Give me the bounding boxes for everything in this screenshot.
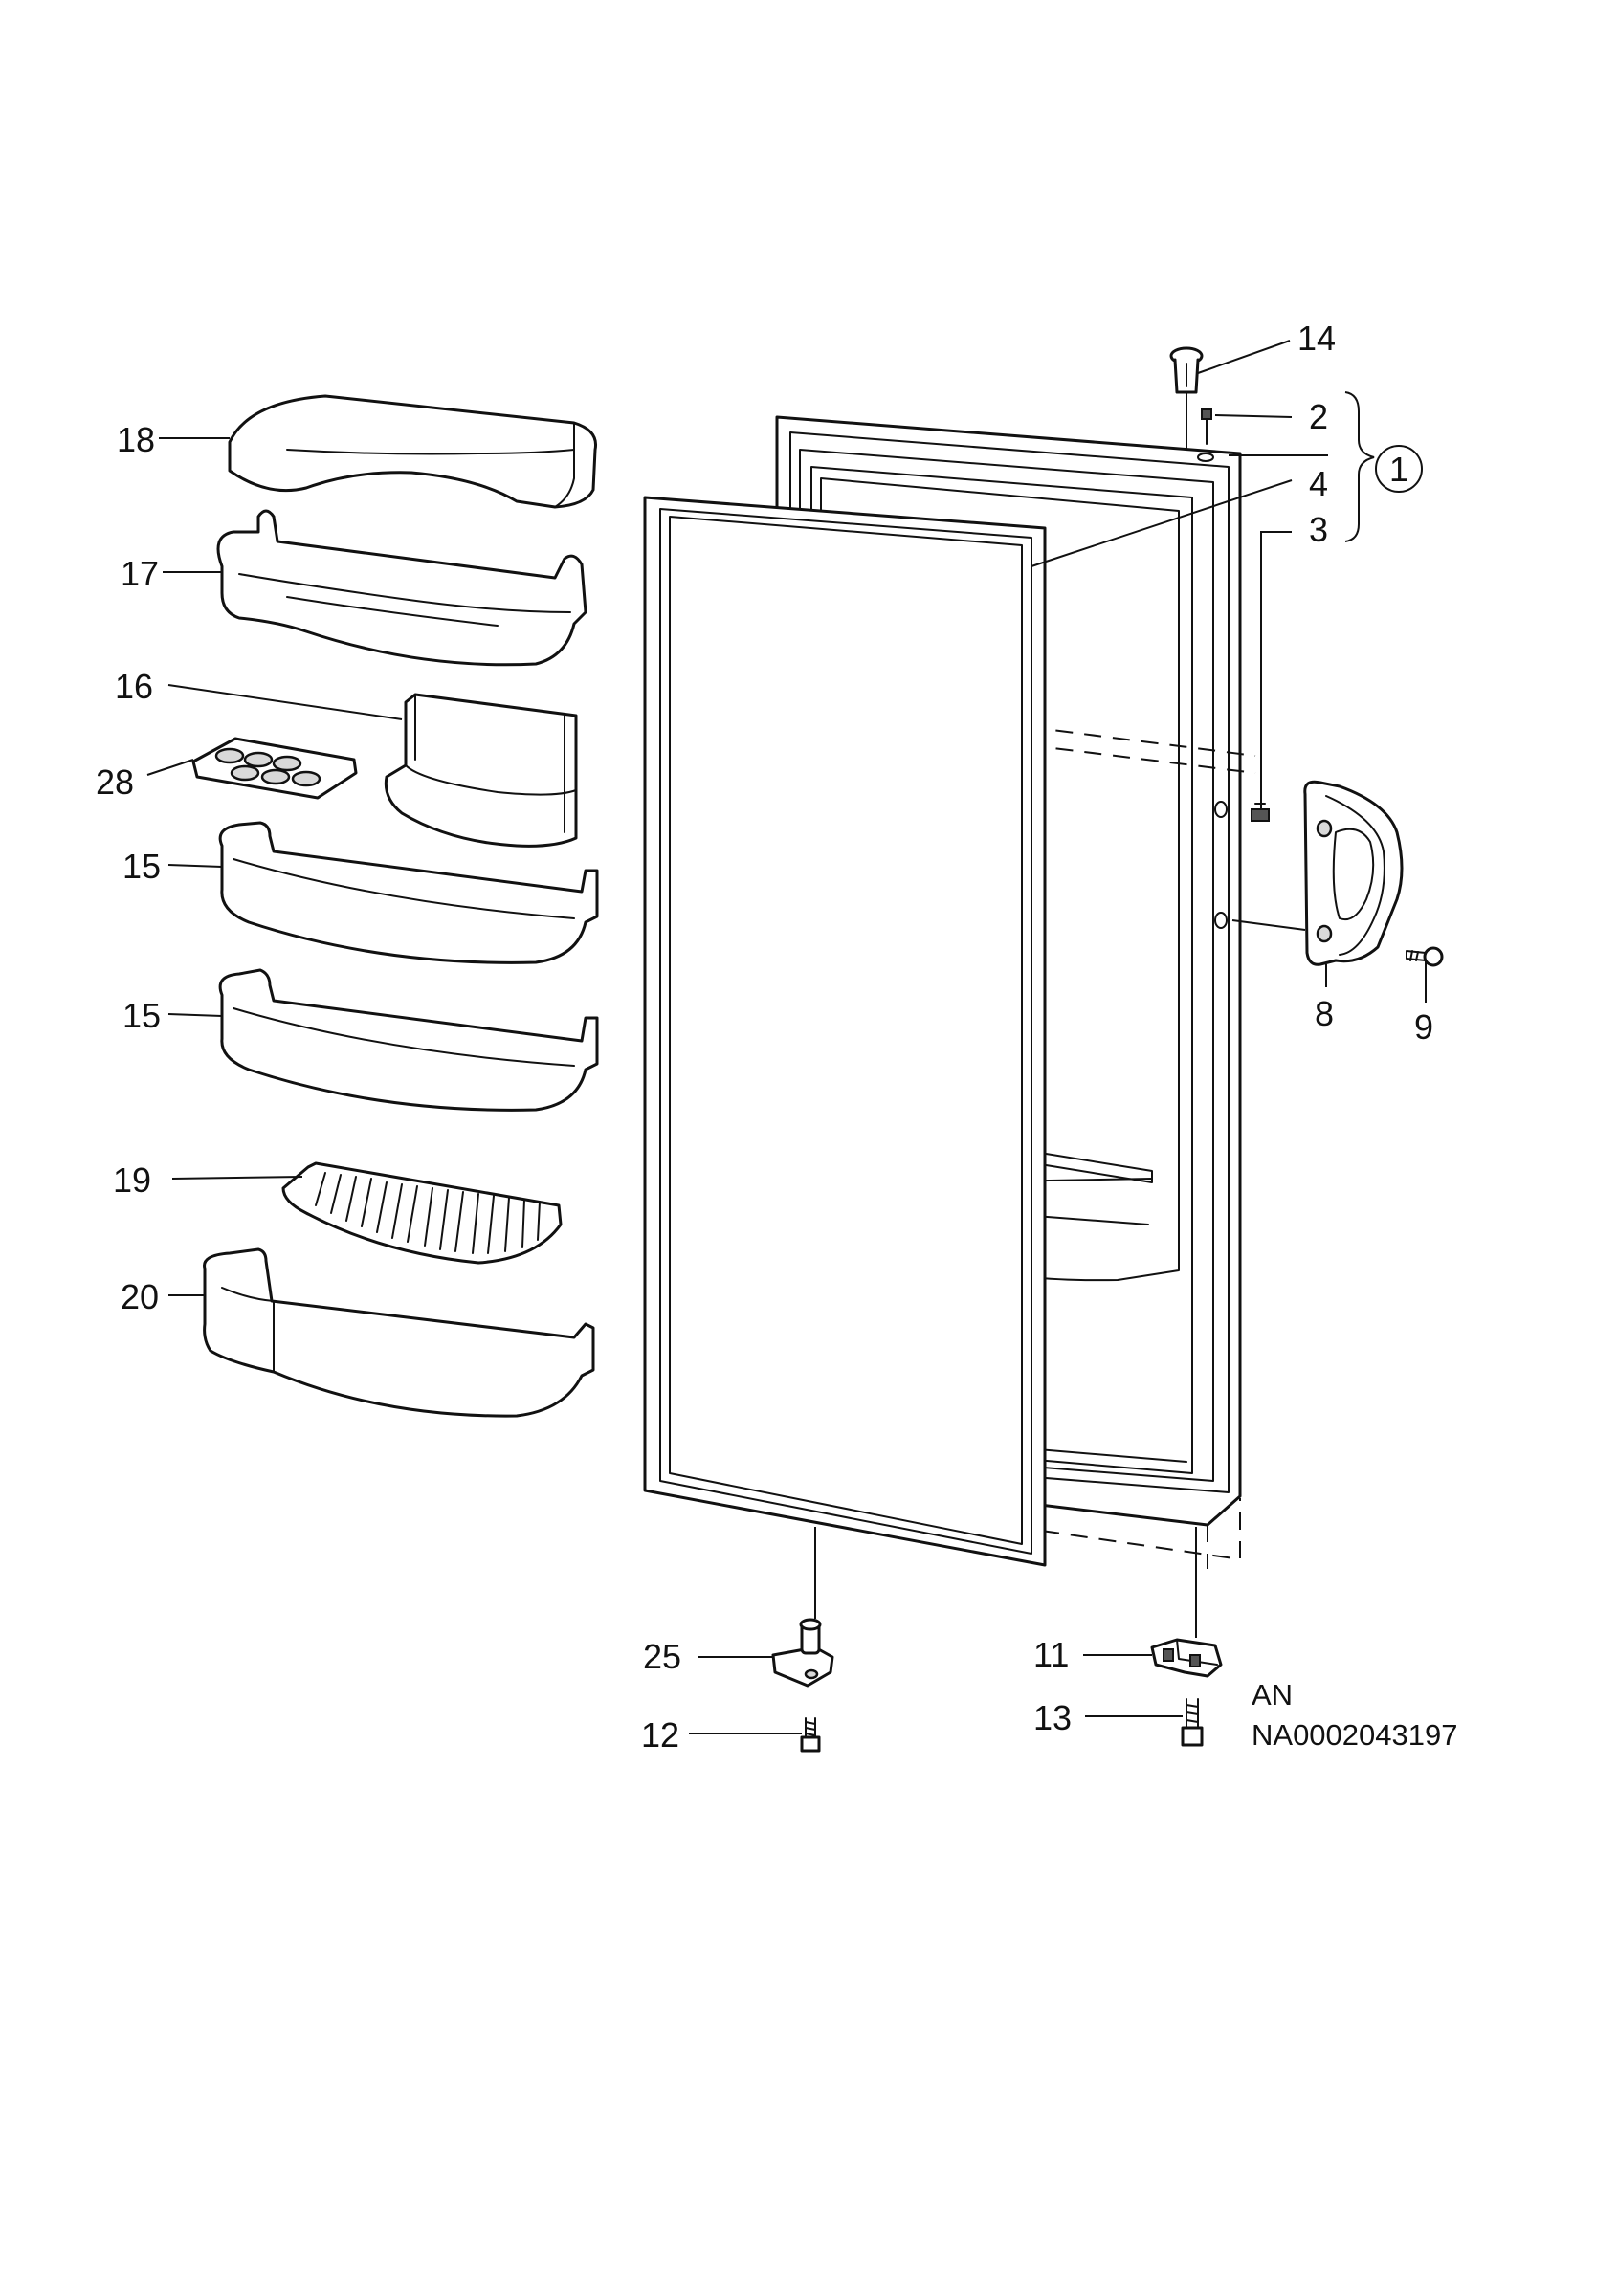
part-11-hinge-block [1150, 1638, 1223, 1678]
reference-line-1: AN [1252, 1678, 1293, 1711]
part-20-bottom-shelf [203, 1247, 595, 1418]
part-2-screw [1201, 408, 1212, 445]
callout-4: 4 [1309, 464, 1328, 503]
callout-13: 13 [1033, 1698, 1072, 1737]
part-28-egg-tray [191, 737, 358, 800]
callout-11: 11 [1033, 1635, 1069, 1674]
leader-2 [1214, 414, 1293, 418]
callout-9: 9 [1414, 1007, 1433, 1047]
part-15-upper-shelf [218, 821, 599, 964]
leader-16 [167, 684, 403, 720]
callout-19: 19 [113, 1160, 151, 1200]
callout-1: 1 [1389, 450, 1408, 489]
callout-14: 14 [1297, 319, 1336, 358]
part-18-top-cover [228, 394, 598, 509]
part-12-screw [800, 1717, 821, 1753]
callout-17: 17 [121, 554, 159, 593]
callout-16: 16 [115, 667, 153, 706]
callout-2: 2 [1309, 397, 1328, 436]
callout-18: 18 [117, 420, 155, 459]
part-17-shelf [216, 509, 587, 667]
reference-code: NA0002043197 [1252, 1718, 1457, 1752]
leader-14 [1197, 340, 1291, 374]
callout-15b: 15 [122, 996, 161, 1035]
callout-3: 3 [1309, 510, 1328, 549]
callout-12: 12 [641, 1715, 679, 1755]
callout-8: 8 [1315, 994, 1334, 1033]
part-15-lower-shelf [218, 968, 599, 1112]
part-25-hinge [771, 1618, 834, 1688]
part-19-ribbed-cover [281, 1161, 563, 1265]
part-16-bin [384, 693, 578, 848]
part-13-screw [1181, 1698, 1204, 1747]
leader-4 [1031, 479, 1293, 567]
part-8-handle [1303, 780, 1404, 966]
callout-25: 25 [643, 1637, 681, 1676]
leader-15b [167, 1013, 223, 1017]
leader-3 [1260, 531, 1292, 809]
part-9-screw [1406, 946, 1444, 967]
callout-28: 28 [96, 762, 134, 802]
group-circle [1375, 445, 1423, 493]
door-gasket [643, 496, 1047, 1567]
leader-28 [146, 759, 194, 776]
leader-8 [1231, 919, 1327, 987]
leader-19 [171, 1176, 303, 1180]
callout-15a: 15 [122, 847, 161, 886]
callout-20: 20 [121, 1277, 159, 1316]
part-14-pin [1169, 346, 1204, 394]
group-brace [1344, 391, 1375, 542]
leader-15a [167, 864, 223, 868]
